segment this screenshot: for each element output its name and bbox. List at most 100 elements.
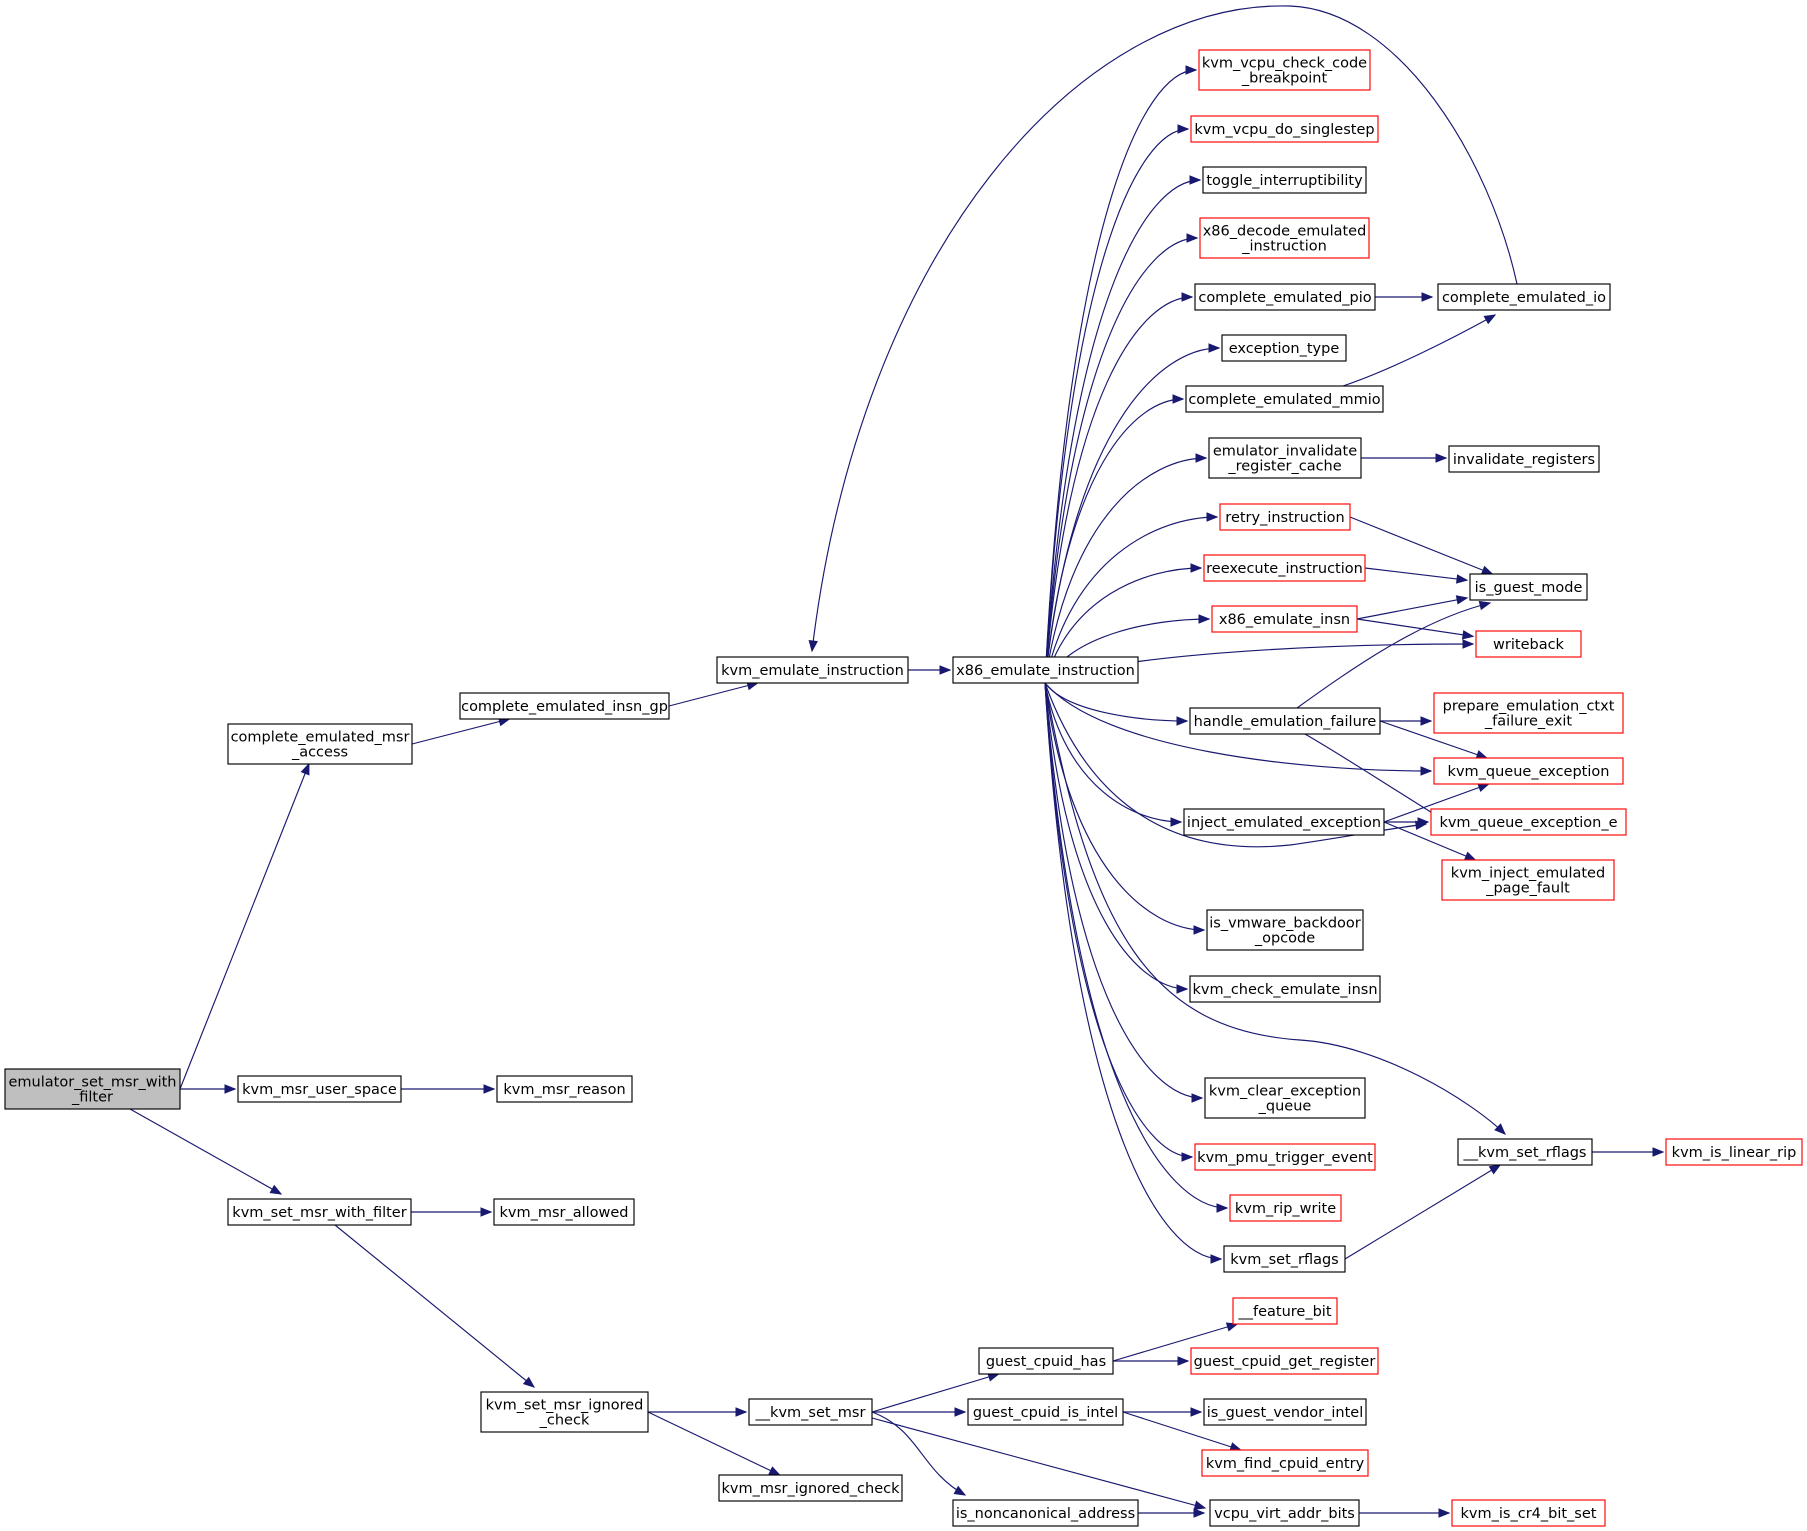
node-label: complete_emulated_mmio [1188, 392, 1380, 408]
arrowhead-icon [1181, 1152, 1194, 1162]
edge-x86ei-to-kvds [1044, 124, 1190, 684]
arrowhead-icon [1181, 292, 1194, 302]
node-box [1665, 1138, 1803, 1166]
node-box [1469, 573, 1588, 601]
node-cei[interactable]: complete_emulated_io [1437, 283, 1611, 311]
node-label: toggle_interruptibility [1206, 173, 1363, 189]
node-iee[interactable]: inject_emulated_exception [1183, 808, 1385, 836]
arrowhead-icon [1438, 1508, 1451, 1518]
arrowhead-icon [480, 1207, 493, 1217]
node-kcei[interactable]: kvm_check_emulate_insn [1189, 975, 1381, 1003]
arrowhead-icon [768, 1466, 781, 1476]
node-root[interactable]: emulator_set_msr_with_filter [4, 1068, 181, 1110]
node-krw[interactable]: kvm_rip_write [1229, 1194, 1342, 1222]
node-kmic[interactable]: kvm_msr_ignored_check [718, 1474, 903, 1502]
node-kpte[interactable]: kvm_pmu_trigger_event [1194, 1143, 1376, 1171]
node-ksm[interactable]: __kvm_set_msr [748, 1398, 873, 1426]
node-et[interactable]: exception_type [1221, 334, 1347, 362]
node-label: x86_emulate_instruction [956, 663, 1135, 679]
node-kqee[interactable]: kvm_queue_exception_e [1430, 808, 1627, 836]
node-kvds[interactable]: kvm_vcpu_do_singlestep [1190, 115, 1379, 143]
edge-line [1044, 457, 1207, 684]
arrowhead-icon [1455, 595, 1469, 605]
edge-line [334, 1224, 535, 1388]
node-vvab[interactable]: vcpu_virt_addr_bits [1209, 1499, 1360, 1527]
node-ksmf[interactable]: kvm_set_msr_with_filter [227, 1198, 412, 1226]
node-box [1232, 1297, 1338, 1325]
node-label: guest_cpuid_get_register [1194, 1354, 1376, 1370]
edge-line [1044, 682, 1193, 1158]
node-label: __kvm_set_msr [755, 1405, 866, 1421]
node-label: kvm_set_rflags [1230, 1252, 1339, 1268]
node-kiepf[interactable]: kvm_inject_emulated_page_fault [1441, 859, 1615, 901]
node-eirc[interactable]: emulator_invalidate_register_cache [1208, 437, 1362, 479]
node-ri[interactable]: retry_instruction [1219, 503, 1351, 531]
edge-line [1044, 69, 1197, 684]
edge-line [1044, 682, 1506, 1135]
edge-ksmf-to-ksmic [334, 1224, 536, 1388]
node-cep[interactable]: complete_emulated_pio [1194, 283, 1376, 311]
node-kma[interactable]: kvm_msr_allowed [493, 1198, 635, 1226]
node-label: emulator_invalidate [1213, 444, 1357, 460]
node-xein[interactable]: x86_emulate_insn [1211, 605, 1358, 633]
arrowhead-icon [1461, 630, 1475, 640]
node-fb[interactable]: __feature_bit [1232, 1297, 1338, 1325]
node-kvccb[interactable]: kvm_vcpu_check_code_breakpoint [1198, 49, 1371, 91]
node-box [1223, 1245, 1346, 1273]
node-ir[interactable]: invalidate_registers [1448, 445, 1600, 473]
node-box [496, 1075, 633, 1103]
edge-line [1044, 682, 1182, 823]
arrowhead-icon [1193, 925, 1206, 935]
edge-cem-to-cei [1342, 314, 1497, 387]
node-x86ei[interactable]: x86_emulate_instruction [952, 656, 1139, 684]
node-xdei[interactable]: x86_decode_emulated_instruction [1199, 217, 1370, 259]
edge-line [411, 718, 510, 745]
node-label: kvm_is_cr4_bit_set [1461, 1506, 1597, 1522]
node-kilr[interactable]: kvm_is_linear_rip [1665, 1138, 1803, 1166]
node-ina[interactable]: is_noncanonical_address [952, 1499, 1139, 1527]
node-pecfe[interactable]: prepare_emulation_ctxt_failure_exit [1433, 692, 1624, 734]
node-hef[interactable]: handle_emulation_failure [1189, 707, 1381, 735]
node-label: _instruction [1241, 239, 1327, 255]
node-kmus[interactable]: kvm_msr_user_space [237, 1075, 402, 1103]
node-box [480, 1391, 649, 1433]
node-label: kvm_emulate_instruction [721, 663, 904, 679]
node-cegp[interactable]: complete_emulated_insn_gp [459, 692, 670, 720]
node-kfce[interactable]: kvm_find_cpuid_entry [1201, 1449, 1369, 1477]
node-label: kvm_inject_emulated [1451, 866, 1605, 882]
edge-x86ei-to-xdei [1044, 233, 1199, 684]
node-label: __kvm_set_rflags [1462, 1145, 1586, 1161]
node-kei[interactable]: kvm_emulate_instruction [716, 656, 909, 684]
node-label: kvm_queue_exception [1448, 764, 1610, 780]
edge-vvab-to-kicbs [1359, 1508, 1451, 1518]
node-ti[interactable]: toggle_interruptibility [1202, 166, 1367, 194]
arrowhead-icon [522, 1376, 536, 1388]
node-rei[interactable]: reexecute_instruction [1203, 554, 1366, 582]
node-igvi[interactable]: is_guest_vendor_intel [1203, 1398, 1367, 1426]
node-wb[interactable]: writeback [1475, 630, 1582, 658]
node-_ksr[interactable]: __kvm_set_rflags [1457, 1138, 1593, 1166]
arrowhead-icon [1494, 1123, 1506, 1135]
node-label: kvm_pmu_trigger_event [1197, 1150, 1373, 1166]
node-gch[interactable]: guest_cpuid_has [978, 1347, 1114, 1375]
node-kicbs[interactable]: kvm_is_cr4_bit_set [1451, 1499, 1606, 1527]
node-label: kvm_check_emulate_insn [1192, 982, 1377, 998]
node-label: _breakpoint [1241, 71, 1328, 87]
edge-gcii-to-kfce [1122, 1411, 1242, 1452]
node-box [1430, 808, 1627, 836]
node-box [1433, 692, 1624, 734]
node-gcii[interactable]: guest_cpuid_is_intel [967, 1398, 1124, 1426]
node-kqe[interactable]: kvm_queue_exception [1433, 757, 1624, 785]
node-box [227, 723, 413, 765]
node-ivbo[interactable]: is_vmware_backdoor_opcode [1206, 909, 1364, 951]
node-ksmic[interactable]: kvm_set_msr_ignored_check [480, 1391, 649, 1433]
arrowhead-icon [939, 665, 952, 675]
node-kceq[interactable]: kvm_clear_exception_queue [1204, 1077, 1366, 1119]
node-ksr[interactable]: kvm_set_rflags [1223, 1245, 1346, 1273]
node-kmr[interactable]: kvm_msr_reason [496, 1075, 633, 1103]
node-cema[interactable]: complete_emulated_msr_access [227, 723, 413, 765]
node-cem[interactable]: complete_emulated_mmio [1185, 385, 1384, 413]
node-label: kvm_set_msr_ignored [486, 1398, 644, 1414]
node-gcgr[interactable]: guest_cpuid_get_register [1190, 1347, 1379, 1375]
node-igm[interactable]: is_guest_mode [1469, 573, 1588, 601]
